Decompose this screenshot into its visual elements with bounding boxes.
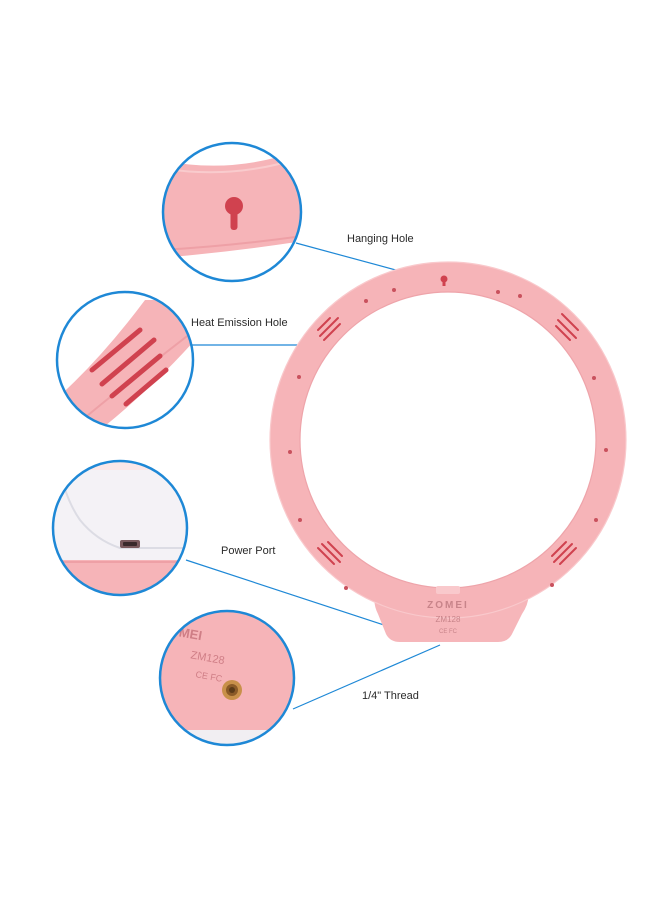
- screw-dots: [288, 288, 608, 590]
- hanging-hole-icon: [440, 275, 448, 286]
- callout-thread: ZOMEI ZM128 CE FC: [158, 609, 296, 747]
- base-model-text: ZM128: [436, 615, 461, 624]
- leader-line-power: [185, 559, 388, 627]
- callout-heat-emission-hole: [55, 290, 195, 430]
- power-port-label: Power Port: [221, 545, 276, 557]
- thread-model-text: ZM128: [190, 649, 226, 667]
- callout-hanging-hole: [161, 141, 303, 283]
- base-brand-text: ZOMEI: [427, 600, 469, 611]
- hanging-hole-label: Hanging Hole: [347, 233, 414, 245]
- ring-body: [270, 262, 626, 618]
- heat-vents: [317, 313, 579, 565]
- callout-power-port: [51, 459, 189, 597]
- base-marks-text: CE FC: [439, 629, 458, 635]
- thread-marks-text: CE FC: [195, 669, 224, 684]
- leader-line-thread: [292, 644, 441, 710]
- ring-light: ZOMEI ZM128 CE FC: [269, 261, 627, 642]
- heat-emission-hole-label: Heat Emission Hole: [191, 317, 288, 329]
- thread-label: 1/4" Thread: [362, 690, 419, 702]
